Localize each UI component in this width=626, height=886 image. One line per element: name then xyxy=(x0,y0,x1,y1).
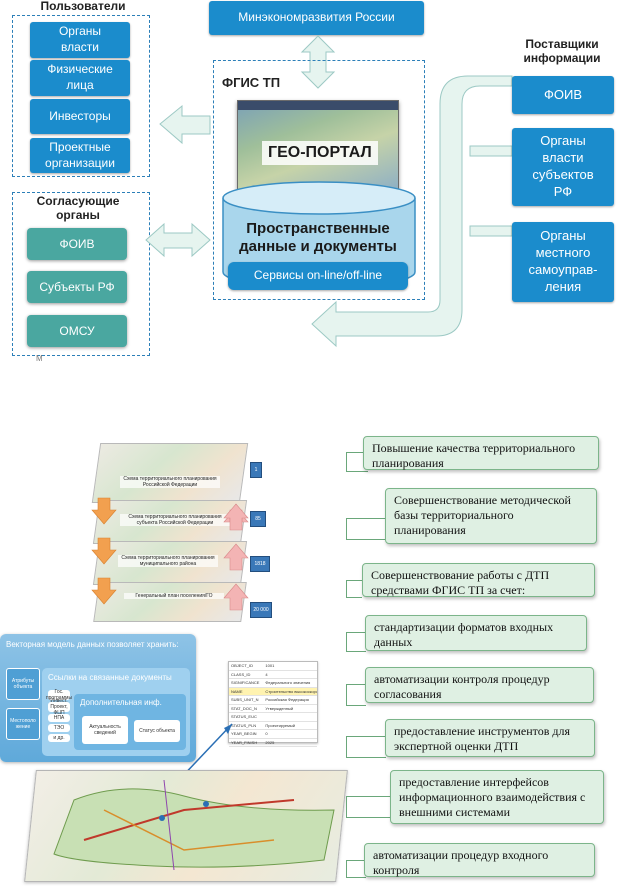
provider-foiv: ФОИВ xyxy=(512,76,614,114)
spatial-data-label: Пространственные данные и документы xyxy=(239,220,397,255)
approvers-item-omsu: ОМСУ xyxy=(27,315,127,347)
attribute-key: STATUS_EUC xyxy=(231,714,257,720)
bracket-4 xyxy=(346,684,366,706)
attribute-key: YEAR_FINISH xyxy=(231,739,258,745)
bracket-3 xyxy=(346,632,366,652)
goal-3: стандартизации форматов входных данных xyxy=(365,615,587,651)
goal-4: автоматизации контроля процедур согласов… xyxy=(365,667,594,703)
attribute-value: Федерального значения xyxy=(265,680,311,686)
map-layer-4-badge: 20 000 xyxy=(250,602,272,618)
approvers-item-foiv: ФОИВ xyxy=(27,228,127,260)
goal-6: предоставление интерфейсов информационно… xyxy=(390,770,604,824)
footnote: М xyxy=(36,354,43,363)
region-map-overlay xyxy=(53,779,335,871)
services-box: Сервисы on-line/off-line xyxy=(228,262,408,290)
approvers-title: Согласующие органы xyxy=(36,194,120,222)
goal-2: Совершенствование работы с ДТП средствам… xyxy=(362,563,595,597)
geoportal-screenshot: ГЕО-ПОРТАЛ xyxy=(237,100,399,190)
attribute-key: STAT_DOC_N xyxy=(231,705,257,711)
map-layer-3-label: Схема территориального планирования муни… xyxy=(118,555,218,567)
attribute-value: Утвержденный xyxy=(265,705,294,711)
approvers-group xyxy=(12,192,150,356)
provider-local-government: Органы местного самоуправ-ления xyxy=(512,222,614,302)
vm-doc-3: ТЭО xyxy=(48,724,70,732)
vm-doc-0: Гос. программы xyxy=(45,689,73,701)
vm-status: Статус объекта xyxy=(134,720,180,742)
attribute-row: NAME Строительство высокоскоростной дорог… xyxy=(229,687,317,696)
vm-doc-1: Инвест. Проект, ФЦП xyxy=(48,698,70,716)
vm-attributes: Атрибуты объекта xyxy=(6,668,40,700)
bracket-6 xyxy=(346,796,390,818)
attribute-value: 4 xyxy=(265,671,268,677)
providers-title: Поставщики информации xyxy=(523,37,601,65)
attribute-key: CLASS_ID xyxy=(231,671,251,677)
bracket-5 xyxy=(346,736,386,758)
attribute-row: YEAR_FINISH 2025 xyxy=(229,739,317,747)
attribute-value: Российская Федерация xyxy=(265,697,309,703)
vm-doc-4: и др. xyxy=(48,734,70,742)
provider-subject-authorities: Органы власти субъектов РФ xyxy=(512,128,614,206)
bracket-2 xyxy=(346,580,362,598)
geoportal-label: ГЕО-ПОРТАЛ xyxy=(262,141,378,165)
users-item-design-orgs: Проектные организации xyxy=(30,138,130,173)
map-layer-3-badge: 1818 xyxy=(250,556,270,572)
bracket-7 xyxy=(346,860,366,878)
users-title: Пользователи xyxy=(40,0,126,13)
map-layer-2-label: Схема территориального планирования субъ… xyxy=(120,514,230,526)
attribute-key: SIGNIFICANCE xyxy=(231,680,260,686)
map-layer-4-label: Генеральный план поселения/ГО xyxy=(124,593,224,599)
map-layer-1-badge: 1 xyxy=(250,462,262,478)
fgis-group xyxy=(213,60,425,300)
users-item-investors: Инвесторы xyxy=(30,99,130,134)
attribute-row: STATUS_PLN Проектируемый xyxy=(229,722,317,730)
attribute-key: OBJECT_ID xyxy=(231,663,254,669)
attribute-key: YEAR_BEGIN xyxy=(231,731,257,737)
approvers-fgis-arrow xyxy=(145,222,211,258)
attribute-row: CLASS_ID 4 xyxy=(229,671,317,679)
users-group xyxy=(12,15,150,177)
goal-7: автоматизации процедур входного контроля xyxy=(364,843,595,877)
provider3-arrow xyxy=(469,225,513,237)
vm-doc-2: НПА xyxy=(48,714,70,722)
users-item-authorities: Органы власти xyxy=(30,22,130,58)
attribute-row: OBJECT_ID 1001 xyxy=(229,662,317,671)
approvers-item-subjects: Субъекты РФ xyxy=(27,271,127,303)
vm-location: Местополо жение xyxy=(6,708,40,740)
attribute-value: 1001 xyxy=(265,663,275,669)
vector-model-title: Векторная модель данных позволяет хранит… xyxy=(6,640,179,649)
attribute-value: Проектируемый xyxy=(265,722,296,728)
fgis-title: ФГИС ТП xyxy=(222,75,281,90)
attribute-value: 2025 xyxy=(265,739,275,745)
goal-5: предоставление инструментов для экспертн… xyxy=(385,719,595,757)
users-item-individuals: Физические лица xyxy=(30,60,130,96)
attribute-row: YEAR_BEGIN 0 xyxy=(229,730,317,739)
attribute-key: STATUS_PLN xyxy=(231,722,257,728)
vm-extra-title: Дополнительная инф. xyxy=(80,698,162,707)
map-layer-2-badge: 85 xyxy=(250,511,266,527)
ministry-fgis-arrow xyxy=(300,35,336,89)
attribute-row: STAT_DOC_N Утвержденный xyxy=(229,705,317,713)
layer-arrows xyxy=(91,497,249,611)
attribute-value: 0 xyxy=(265,731,268,737)
top-arrows xyxy=(145,35,513,348)
attribute-key: NAME xyxy=(231,688,243,694)
attribute-row: SUBS_UNIT_N Российская Федерация xyxy=(229,696,317,705)
goal-1: Совершенствование методической базы терр… xyxy=(385,488,597,544)
vm-links-title: Ссылки на связанные документы xyxy=(48,673,172,682)
attribute-value: Строительство высокоскоростной дороги xyxy=(265,688,317,694)
map-layer-1-label: Схема территориального планирования Росс… xyxy=(120,476,220,488)
bracket-1 xyxy=(346,518,386,540)
goal-0: Повышение качества территориального план… xyxy=(363,436,599,470)
providers-return-arrow xyxy=(311,75,513,348)
vm-relevance: Актуальность сведений xyxy=(82,716,128,744)
attribute-key: SUBS_UNIT_N xyxy=(231,697,259,703)
ministry-box: Минэкономразвития России xyxy=(209,1,424,35)
bracket-0 xyxy=(346,452,368,472)
attribute-row: SIGNIFICANCE Федерального значения xyxy=(229,679,317,688)
attribute-row: STATUS_EUC xyxy=(229,713,317,722)
provider2-arrow xyxy=(469,145,513,157)
fgis-users-arrow xyxy=(159,104,211,145)
